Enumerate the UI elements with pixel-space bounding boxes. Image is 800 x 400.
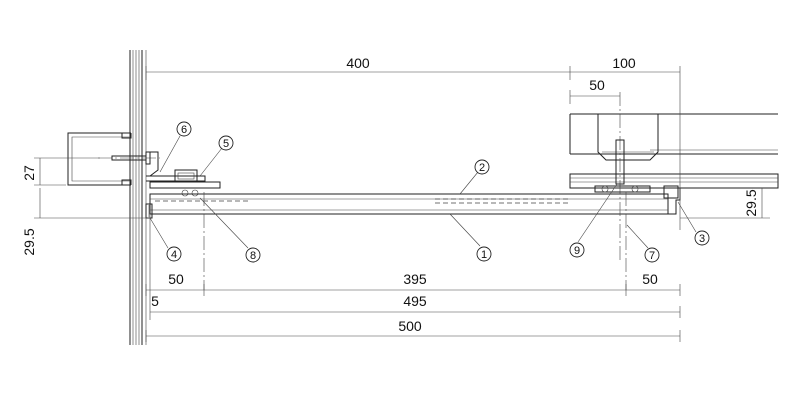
wall — [129, 50, 147, 345]
callout-6: 6 — [176, 121, 192, 137]
right-clip — [594, 185, 651, 193]
dim-50-bottom-right: 50 — [642, 271, 658, 287]
dim-50-top: 50 — [589, 77, 605, 93]
dim-400: 400 — [346, 55, 370, 71]
callout-6-label: 6 — [181, 124, 187, 136]
callout-4-label: 4 — [171, 249, 177, 261]
ceiling-panel — [149, 193, 669, 215]
callout-leaders — [149, 135, 697, 249]
right-edge-trim — [660, 185, 681, 215]
left-clip — [149, 169, 221, 197]
callout-8-label: 8 — [250, 250, 256, 262]
callout-8: 8 — [245, 247, 261, 263]
callout-5: 5 — [218, 135, 234, 151]
dim-100: 100 — [612, 55, 636, 71]
c-channel-stud — [67, 132, 160, 186]
callout-3-label: 3 — [699, 233, 705, 245]
dim-500: 500 — [398, 318, 422, 334]
dim-495: 495 — [403, 293, 427, 309]
callout-5-label: 5 — [223, 138, 229, 150]
callout-3: 3 — [694, 230, 710, 246]
left-edge-trim — [145, 203, 153, 219]
callout-7: 7 — [644, 247, 660, 263]
dimension-lines — [34, 66, 770, 342]
callout-2-label: 2 — [479, 162, 485, 174]
callout-1-label: 1 — [481, 249, 487, 261]
ceiling-joist — [569, 92, 779, 260]
callout-2: 2 — [474, 159, 490, 175]
callout-4: 4 — [166, 246, 182, 262]
dim-29-5-right: 29.5 — [743, 189, 759, 216]
dim-50-bottom-left: 50 — [168, 271, 184, 287]
dim-27: 27 — [21, 165, 37, 181]
callout-1: 1 — [476, 246, 492, 262]
dim-395: 395 — [403, 271, 427, 287]
callout-9: 9 — [569, 242, 585, 258]
dim-5: 5 — [151, 293, 159, 309]
callout-7-label: 7 — [649, 250, 655, 262]
dim-29-5-left: 29.5 — [21, 228, 37, 255]
callout-9-label: 9 — [574, 245, 580, 257]
